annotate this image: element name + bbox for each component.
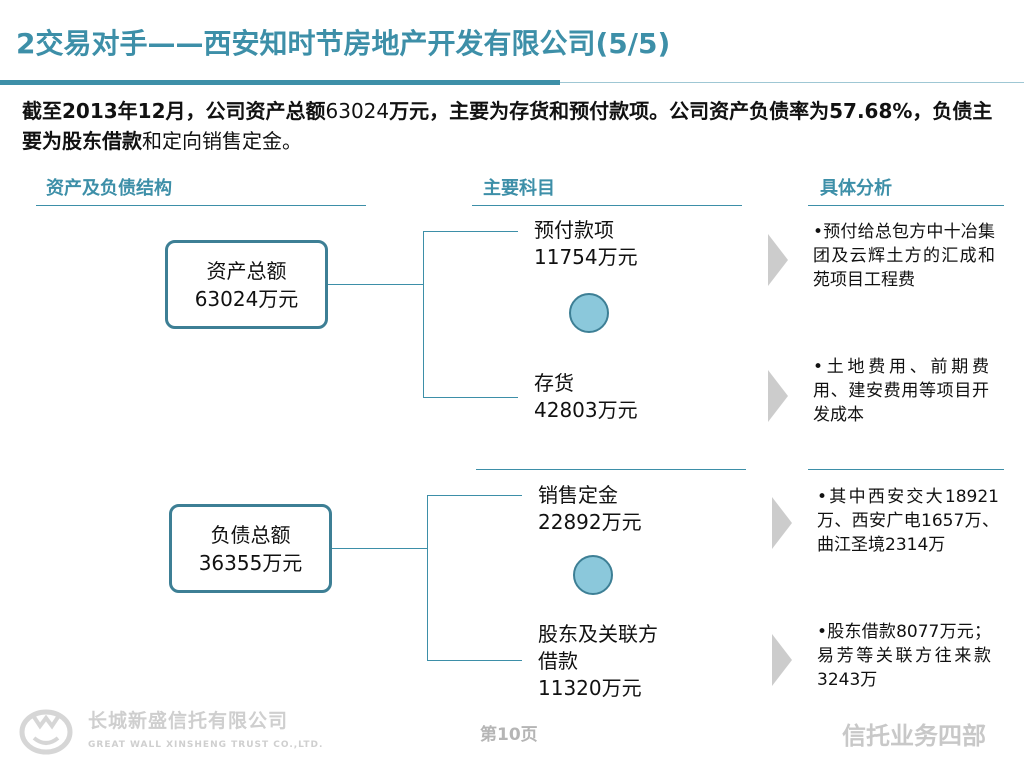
company-logo-icon	[19, 709, 73, 755]
item-sales-deposit-name: 销售定金	[538, 483, 618, 507]
column-header-analysis: 具体分析	[820, 178, 892, 199]
analysis-inventory: •土地费用、前期费用、建安费用等项目开发成本	[813, 357, 989, 425]
page-number: 第10页	[480, 725, 538, 745]
item-shareholder-loans-name: 股东及关联方借款	[538, 622, 658, 673]
summary-part-2: 63024	[325, 99, 390, 123]
liabilities-connector	[332, 548, 427, 549]
section-rule-subjects	[476, 469, 746, 470]
summary-text: 截至2013年12月，公司资产总额63024万元，主要为存货和预付款项。公司资产…	[22, 96, 1012, 156]
assets-connector	[328, 284, 423, 285]
summary-part-3: 万元，主要为存货和预付款项。公司资产负债率为57.68%，负债主要为股东借款	[22, 99, 993, 153]
assets-circle-marker	[569, 293, 609, 333]
liabilities-branch-line	[427, 495, 428, 661]
item-inventory-amount: 42803万元	[534, 398, 638, 422]
chevron-right-icon	[768, 234, 788, 286]
assets-total-value: 63024万元	[194, 286, 299, 311]
column-rule-structure	[36, 205, 366, 206]
summary-part-4: 和定向销售定金。	[142, 129, 302, 153]
item-sales-deposit: 销售定金 22892万元	[538, 482, 642, 536]
chevron-right-icon	[768, 370, 788, 422]
section-rule-analysis	[808, 469, 1004, 470]
item-prepayments-amount: 11754万元	[534, 245, 638, 269]
column-header-subjects: 主要科目	[483, 178, 555, 199]
summary-part-1: 截至2013年12月，公司资产总额	[22, 99, 326, 123]
column-rule-analysis	[808, 205, 1004, 206]
item-shareholder-loans: 股东及关联方借款 11320万元	[538, 621, 662, 702]
title-underline-thin	[560, 82, 1024, 83]
assets-total-box: 资产总额 63024万元	[165, 240, 328, 329]
branch-shareholder-loans	[427, 660, 522, 661]
item-sales-deposit-amount: 22892万元	[538, 510, 642, 534]
analysis-sales-deposit: •其中西安交大18921万、西安广电1657万、曲江圣境2314万	[817, 487, 999, 555]
chevron-right-icon	[772, 497, 792, 549]
title-underline	[0, 80, 560, 85]
item-inventory: 存货 42803万元	[534, 370, 638, 424]
item-prepayments-name: 预付款项	[534, 218, 614, 242]
item-inventory-name: 存货	[534, 371, 574, 395]
analysis-shareholder-loans: •股东借款8077万元；易芳等关联方往来款3243万	[817, 622, 991, 690]
liabilities-total-box: 负债总额 36355万元	[169, 504, 332, 593]
branch-inventory	[423, 397, 518, 398]
company-name-cn: 长城新盛信托有限公司	[88, 710, 289, 732]
assets-branch-line	[423, 231, 424, 398]
chevron-right-icon	[772, 634, 792, 686]
department-name: 信托业务四部	[842, 722, 986, 750]
assets-total-label: 资产总额	[206, 258, 287, 283]
liabilities-total-value: 36355万元	[198, 550, 303, 575]
item-prepayments: 预付款项 11754万元	[534, 217, 638, 271]
column-rule-subjects	[472, 205, 742, 206]
liabilities-circle-marker	[573, 555, 613, 595]
branch-sales-deposit	[427, 495, 522, 496]
analysis-prepayments: •预付给总包方中十冶集团及云辉土方的汇成和苑项目工程费	[813, 222, 995, 290]
column-header-structure: 资产及负债结构	[46, 178, 172, 199]
liabilities-total-label: 负债总额	[210, 522, 291, 547]
branch-prepayments	[423, 231, 518, 232]
item-shareholder-loans-amount: 11320万元	[538, 676, 642, 700]
slide-title: 2交易对手——西安知时节房地产开发有限公司(5/5)	[16, 27, 671, 60]
company-name-en: GREAT WALL XINSHENG TRUST CO.,LTD.	[88, 740, 324, 750]
